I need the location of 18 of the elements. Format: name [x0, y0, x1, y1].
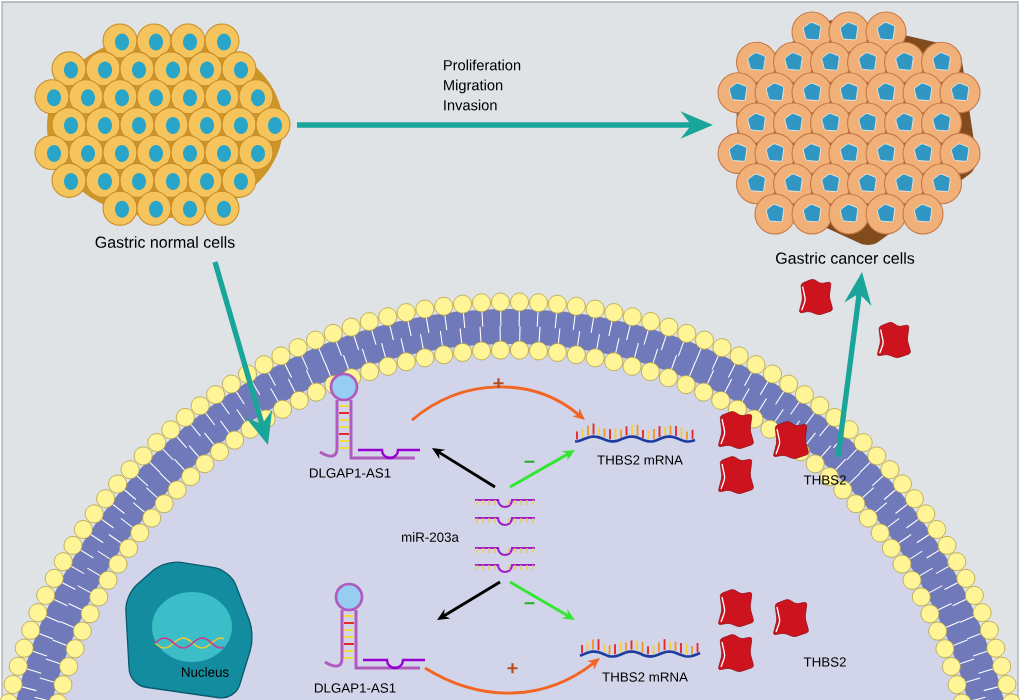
node-label: DLGAP1-AS1	[309, 468, 391, 478]
edge-label: +	[507, 663, 518, 674]
node-label: THBS2 mRNA	[597, 455, 683, 465]
edge-label: –	[524, 602, 535, 605]
node-label: Nucleus	[182, 667, 229, 677]
edge-label: +	[493, 378, 504, 389]
node-label: DLGAP1-AS1	[314, 683, 396, 693]
node-label: Gastric cancer cells	[776, 252, 915, 264]
node-label: miR-203a	[402, 532, 459, 542]
node-label: THBS2 mRNA	[602, 672, 688, 682]
edge-label: –	[524, 460, 535, 463]
node-label: THBS2	[803, 657, 846, 667]
node-label: Gastric normal cells	[95, 236, 235, 248]
arrow	[424, 658, 600, 695]
edge-label: Proliferation Migration Invasion	[444, 59, 521, 111]
node-label: THBS2	[803, 475, 846, 485]
cell-membrane-drawing	[0, 292, 1020, 700]
arrow	[411, 385, 585, 422]
